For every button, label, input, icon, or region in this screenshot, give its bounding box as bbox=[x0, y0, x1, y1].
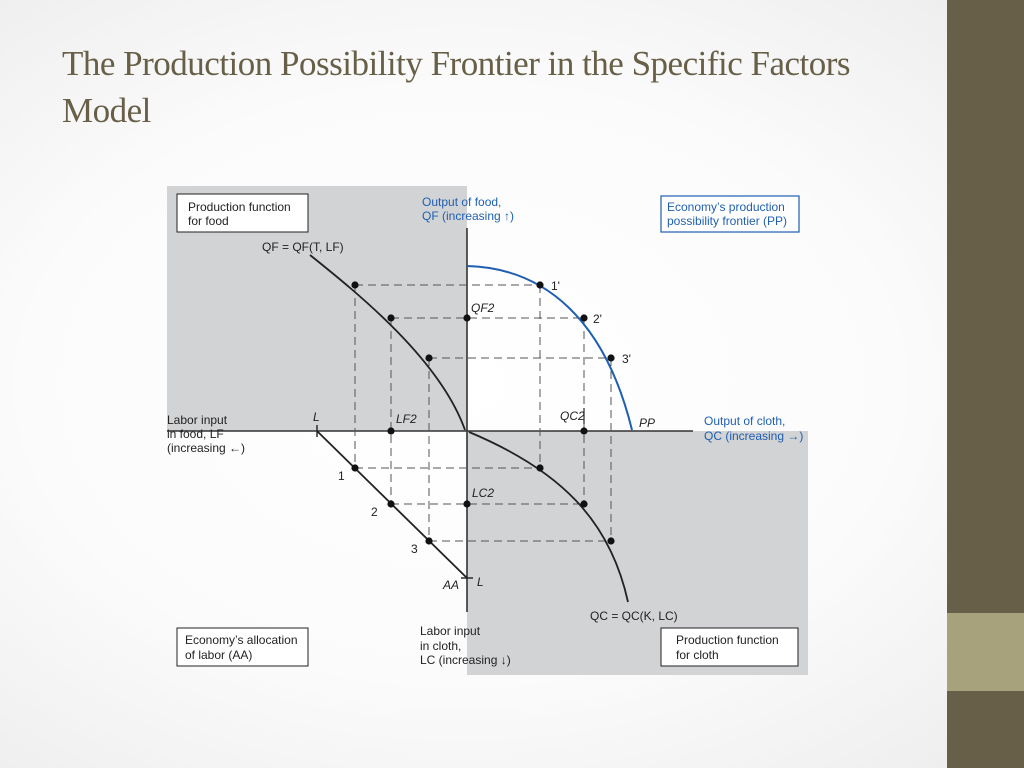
sidebar-accent bbox=[947, 613, 1024, 691]
cloth-function-box bbox=[660, 627, 799, 667]
allocation-box-line-1: Economy’s allocation bbox=[185, 633, 298, 647]
slide-title: The Production Possibility Frontier in t… bbox=[62, 44, 851, 130]
food-point-1 bbox=[351, 281, 359, 289]
lc2-point bbox=[463, 500, 471, 508]
ppf-point-2-label: 2' bbox=[593, 312, 602, 326]
ppf-point-3 bbox=[607, 354, 615, 362]
alloc-point-1-label: 1 bbox=[338, 469, 345, 483]
food-function-line-2: for food bbox=[188, 214, 229, 228]
cloth-output-label-1: Output of cloth, bbox=[704, 414, 785, 428]
allocation-label: AA bbox=[442, 578, 459, 592]
cloth-point-3 bbox=[607, 537, 615, 545]
lc2-label: LC2 bbox=[472, 486, 494, 500]
ppf-point-2 bbox=[580, 314, 588, 322]
qc2-label: QC2 bbox=[560, 409, 585, 423]
ppf-label: PP bbox=[639, 416, 655, 430]
food-point-2 bbox=[387, 314, 395, 322]
qf2-label: QF2 bbox=[471, 301, 495, 315]
allocation-box-line-2: of labor (AA) bbox=[185, 648, 252, 662]
l-horizontal-label: L bbox=[313, 410, 320, 424]
food-function-box bbox=[176, 193, 309, 233]
cloth-production-curve bbox=[468, 431, 629, 603]
food-output-label-2: QF (increasing ↑) bbox=[422, 209, 514, 223]
food-function-line-1: Production function bbox=[188, 200, 291, 214]
l-vertical-label: L bbox=[477, 575, 484, 589]
alloc-point-2-label: 2 bbox=[371, 505, 378, 519]
alloc-point-3 bbox=[425, 537, 433, 545]
food-output-label-1: Output of food, bbox=[422, 195, 501, 209]
ppf-box bbox=[660, 195, 800, 233]
labor-food-label-1: Labor input bbox=[167, 413, 228, 427]
cloth-point-1 bbox=[536, 464, 544, 472]
labor-cloth-label-1: Labor input bbox=[420, 624, 481, 638]
cloth-function-line-1: Production function bbox=[676, 633, 779, 647]
labor-food-label-2: in food, LF bbox=[167, 427, 224, 441]
lf2-label: LF2 bbox=[396, 412, 417, 426]
cloth-output-label-2: QC (increasing →) bbox=[704, 429, 803, 443]
cloth-curve-label: QC = QC(K, LC) bbox=[590, 609, 678, 623]
cloth-function-line-2: for cloth bbox=[676, 648, 719, 662]
allocation-box bbox=[176, 627, 309, 667]
labor-cloth-label-3: LC (increasing ↓) bbox=[420, 653, 511, 667]
alloc-point-2 bbox=[387, 500, 395, 508]
food-curve-label: QF = QF(T, LF) bbox=[262, 240, 344, 254]
food-production-curve bbox=[309, 254, 466, 431]
ppf-box-line-1: Economy’s production bbox=[667, 200, 785, 214]
ppf-point-1 bbox=[536, 281, 544, 289]
labor-cloth-label-2: in cloth, bbox=[420, 639, 461, 653]
labor-food-label-3: (increasing ←) bbox=[167, 441, 245, 455]
lf2-point bbox=[387, 427, 395, 435]
diagram-points bbox=[351, 281, 615, 545]
ppf-curve bbox=[466, 265, 633, 431]
qc2-point bbox=[580, 427, 588, 435]
ppf-box-line-2: possibility frontier (PP) bbox=[667, 214, 787, 228]
ppf-point-1-label: 1' bbox=[551, 279, 560, 293]
alloc-point-1 bbox=[351, 464, 359, 472]
ppf-point-3-label: 3' bbox=[622, 352, 631, 366]
qf2-point bbox=[463, 314, 471, 322]
guide-lines bbox=[354, 284, 612, 542]
cloth-point-2 bbox=[580, 500, 588, 508]
food-point-3 bbox=[425, 354, 433, 362]
alloc-point-3-label: 3 bbox=[411, 542, 418, 556]
